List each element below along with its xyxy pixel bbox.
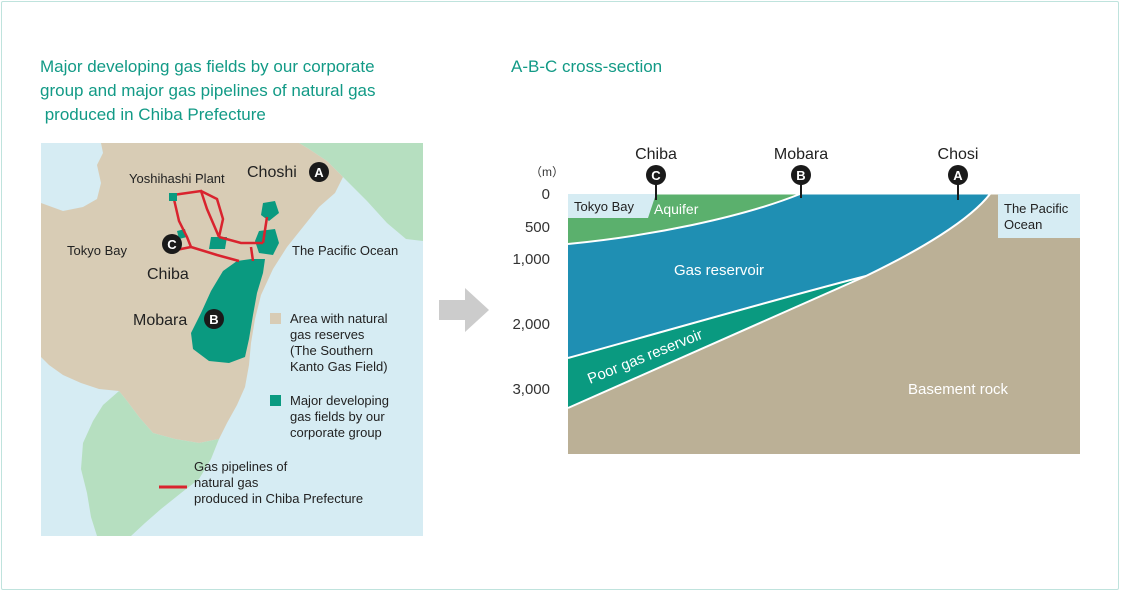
label-tokyo-bay: Tokyo Bay [67,243,127,258]
depth-tick-500: 500 [525,219,550,236]
label-pacific-ocean: The Pacific Ocean [292,243,398,258]
cross-section-title: A-B-C cross-section [511,57,663,76]
marker-a [309,162,329,182]
right-arrow-icon [439,288,489,332]
chiba-gas-field-map: Yoshihashi Plant Choshi A Tokyo Bay The … [41,143,423,536]
map-gas-field-small2 [261,201,279,221]
section-marker-c [646,165,666,185]
location-chosi: Chosi [938,146,979,163]
label-choshi: Choshi [247,164,297,181]
map-gas-field-small1 [255,229,279,255]
location-mobara: Mobara [774,146,828,163]
map-land-ibaraki [299,143,423,241]
depth-tick-3000: 3,000 [512,381,550,398]
depth-tick-0: 0 [542,186,550,203]
basement-boundary [568,194,1080,454]
label-gas-reservoir: Gas reservoir [674,262,764,279]
label-tokyo-bay-section: Tokyo Bay [574,199,634,214]
yoshihashi-plant-marker [169,193,177,201]
svg-text:B: B [796,168,805,183]
legend-pipelines: Gas pipelines of natural gas produced in… [194,459,363,506]
section-marker-b [791,165,811,185]
section-marker-a [948,165,968,185]
location-chiba: Chiba [635,146,677,163]
map-gas-field-small3 [209,237,227,249]
svg-text:A: A [314,165,324,180]
marker-c [162,234,182,254]
depth-tick-2000: 2,000 [512,316,550,333]
svg-text:C: C [167,237,177,252]
label-yoshihashi-plant: Yoshihashi Plant [129,171,225,186]
label-chiba: Chiba [147,266,189,283]
depth-tick-1000: 1,000 [512,251,550,268]
label-basement-rock: Basement rock [908,381,1009,398]
cross-section-diagram: Tokyo Bay The Pacific Ocean Aquifer Gas … [512,146,1080,454]
svg-text:A: A [953,168,963,183]
legend-fields: Major developing gas fields by our corpo… [290,393,393,440]
water-tokyo-bay [568,194,656,218]
svg-text:C: C [651,168,661,183]
depth-unit: （m） [530,165,564,179]
label-aquifer: Aquifer [654,201,699,217]
legend-reserves: Area with natural gas reserves (The Sout… [290,311,391,374]
label-mobara: Mobara [133,312,187,329]
map-title: Major developing gas fields by our corpo… [40,57,376,124]
layer-gas-reservoir [568,194,990,358]
label-pacific-section: The Pacific Ocean [1004,201,1072,232]
map-gas-field-mobara [191,259,265,363]
water-pacific [998,194,1080,238]
legend-swatch-fields [270,395,281,406]
map-land-south [81,391,219,536]
svg-text:B: B [209,312,218,327]
marker-b [204,309,224,329]
legend-swatch-reserves [270,313,281,324]
